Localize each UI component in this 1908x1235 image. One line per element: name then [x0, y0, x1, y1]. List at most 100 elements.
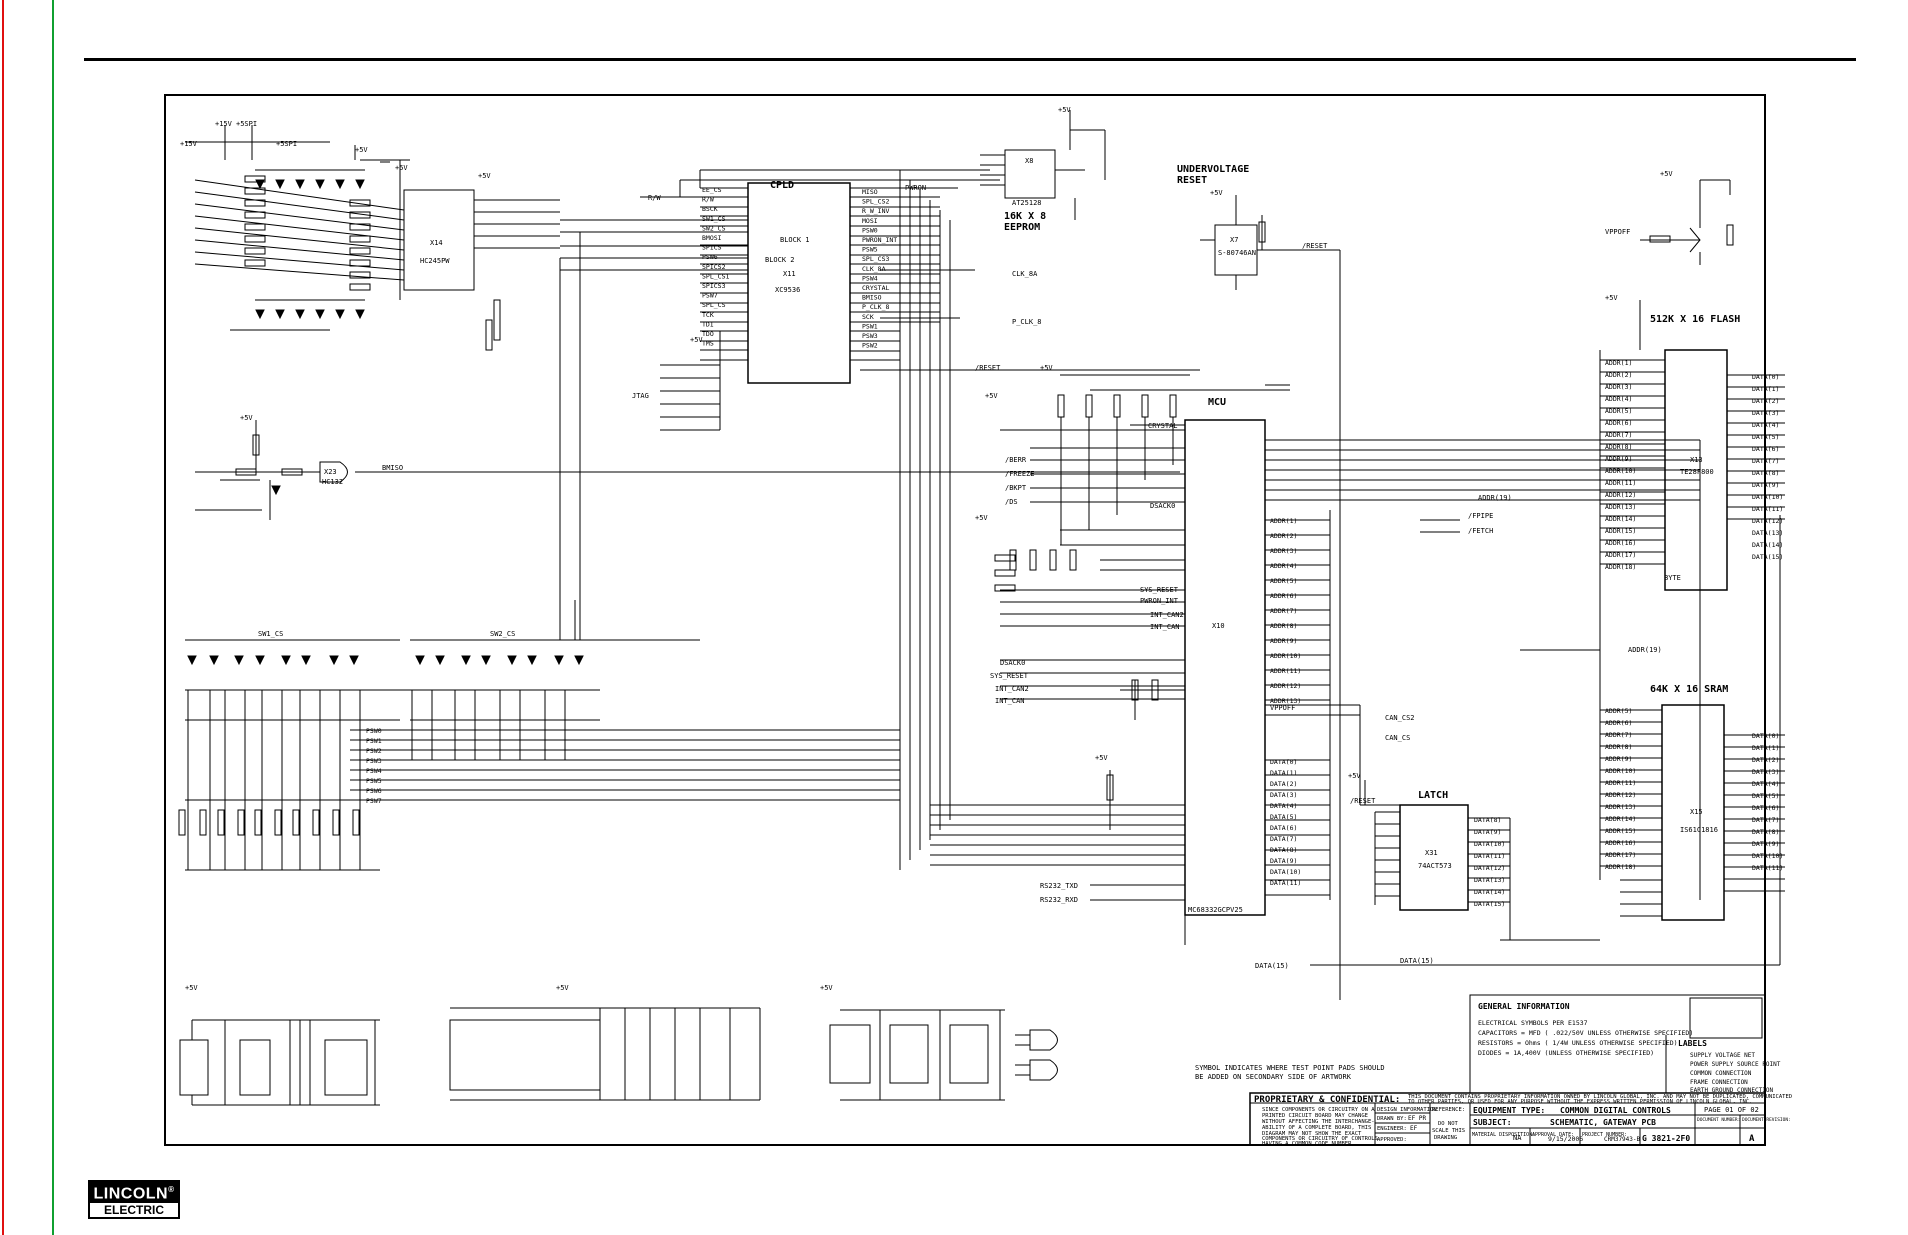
net-bkpt: /BKPT — [1005, 484, 1027, 492]
cpld-right-pin-label: PSW0 — [862, 226, 878, 234]
latch-chip — [1399, 804, 1469, 911]
undervoltage-subtitle: RESET — [1177, 175, 1207, 186]
psw-label: PSW5 — [366, 777, 382, 785]
sram-wiring — [1600, 709, 1785, 917]
since-line: COMPONENTS OR CIRCUITRY OF CONTROLS — [1262, 1136, 1378, 1142]
proprietary-text-2: TO OTHER PARTIES, OR USED FOR ANY PURPOS… — [1408, 1099, 1752, 1105]
flash-addr-label: ADDR(15) — [1605, 527, 1636, 535]
cpld-left-pin-label: TDI — [702, 320, 714, 328]
flash-addr-label: ADDR(4) — [1605, 395, 1632, 403]
flash-data-label: DATA(6) — [1752, 445, 1779, 453]
legend-earth: EARTH GROUND CONNECTION — [1690, 1087, 1773, 1094]
net-vppoff: VPPOFF — [1270, 704, 1295, 712]
flash-data-label: DATA(13) — [1752, 529, 1783, 537]
p5-label: +5V — [985, 392, 998, 400]
cpld-right-pin-label: PSW1 — [862, 322, 878, 330]
net-reset: /RESET — [975, 364, 1001, 372]
latch-wiring — [1360, 780, 1600, 941]
mcu-data-label: DATA(3) — [1270, 791, 1297, 799]
drawn-value: EF PR — [1408, 1115, 1426, 1122]
cpld-block1: BLOCK 1 — [780, 236, 810, 244]
cpld-chip — [747, 182, 851, 384]
sram-data-label: DATA(7) — [1752, 816, 1779, 824]
net-cancs: CAN_CS — [1385, 734, 1410, 742]
flash-data-label: DATA(14) — [1752, 541, 1783, 549]
cpld-right-pin-label: R_W_INV — [862, 207, 889, 215]
sram-addr-label: ADDR(13) — [1605, 803, 1636, 811]
net-cancs2: CAN_CS2 — [1385, 714, 1415, 722]
net-data15: DATA(15) — [1255, 962, 1289, 970]
p5-label: +5V — [1058, 106, 1071, 114]
mcu-addr-label: ADDR(7) — [1270, 607, 1297, 615]
p5-label: +5V — [975, 514, 988, 522]
p5-label: +5V — [1605, 294, 1618, 302]
input-section — [185, 125, 560, 351]
cpld-left-pin-label: TCK — [702, 311, 714, 319]
flash-addr-label: ADDR(13) — [1605, 503, 1636, 511]
engineer-label: ENGINEER: — [1377, 1126, 1407, 1132]
cpld-right-pin-label: P_CLK_8 — [862, 303, 889, 311]
mcu-addr-label: ADDR(8) — [1270, 622, 1297, 630]
net-fpipe: /FPIPE — [1468, 512, 1493, 520]
mcu-addr-label: ADDR(5) — [1270, 577, 1297, 585]
net-jtag: JTAG — [632, 392, 649, 400]
mcu-addr-label: ADDR(1) — [1270, 517, 1297, 525]
cpld-part: XC9536 — [775, 286, 800, 294]
mcu-addr-label: ADDR(12) — [1270, 682, 1301, 690]
lincoln-electric-logo: LINCOLN® ELECTRIC — [88, 1180, 180, 1220]
net-dsack0: DSACK0 — [1150, 502, 1175, 510]
flash-addr-label: ADDR(11) — [1605, 479, 1636, 487]
note-symbol: SYMBOL INDICATES WHERE TEST POINT PADS S… — [1195, 1064, 1385, 1072]
p5-label: +5V — [240, 414, 253, 422]
legend-supply: SUPPLY VOLTAGE NET — [1690, 1052, 1755, 1059]
flash-ref: X13 — [1690, 456, 1703, 464]
rev-value: A — [1749, 1134, 1755, 1144]
cpld-left-pin-label: SPICS2 — [702, 263, 726, 271]
net-intcan2: INT_CAN2 — [1150, 611, 1184, 619]
flash-addr-label: ADDR(1) — [1605, 359, 1632, 367]
since-line: HAVING A COMMON CODE NUMBER. — [1262, 1141, 1355, 1147]
logo-lincoln: LINCOLN® — [88, 1180, 180, 1204]
cpld-left-pin-label: SW2_CS — [702, 224, 726, 232]
mcu-addr-label: ADDR(3) — [1270, 547, 1297, 555]
mcu-data-label: DATA(8) — [1270, 846, 1297, 854]
net-sysreset: SYS_RESET — [1140, 586, 1179, 594]
psw-label: PSW7 — [366, 797, 382, 805]
cpld-left-pin-label: BMOSI — [702, 234, 722, 242]
note-symbol-2: BE ADDED ON SECONDARY SIDE OF ARTWORK — [1195, 1073, 1352, 1081]
cpld-right-pin-label: PSW4 — [862, 274, 878, 282]
net-pwron: PWRON — [905, 184, 926, 192]
flash-data-label: DATA(7) — [1752, 457, 1779, 465]
docnum-label: DOCUMENT NUMBER: — [1697, 1117, 1740, 1123]
page-number: PAGE 01 OF 02 — [1704, 1106, 1759, 1114]
equipment-label: EQUIPMENT TYPE: — [1473, 1106, 1545, 1115]
net-berr: /BERR — [1005, 456, 1027, 464]
net-intcan: INT_CAN — [995, 697, 1025, 705]
p5-label: +5V — [820, 984, 833, 992]
flash-addr-label: ADDR(18) — [1605, 563, 1636, 571]
sram-chip — [1661, 704, 1725, 921]
cpld-left-pin-label: EE_CS — [702, 186, 722, 194]
sram-ref: X15 — [1690, 808, 1703, 816]
net-pwronint: PWRON_INT — [1140, 597, 1179, 605]
reference-label: REFERENCE: — [1432, 1107, 1465, 1113]
mcu-addr-label: ADDR(11) — [1270, 667, 1301, 675]
flash-data-label: DATA(1) — [1752, 385, 1779, 393]
bus-lines — [1265, 440, 1781, 966]
latch-part: 74ACT573 — [1418, 862, 1452, 870]
left-margin-red-line — [2, 0, 4, 1235]
net-sysreset: SYS_RESET — [990, 672, 1029, 680]
eeprom-subtitle: EEPROM — [1004, 222, 1040, 233]
sram-addr-label: ADDR(9) — [1605, 755, 1632, 763]
flash-data-label: DATA(9) — [1752, 481, 1779, 489]
flash-data-label: DATA(0) — [1752, 373, 1779, 381]
approval-value: 9/15/2006 — [1548, 1135, 1583, 1143]
sram-data-label: DATA(6) — [1752, 804, 1779, 812]
cpld-right-pin-label: MOSI — [862, 217, 878, 225]
general-info-line: RESISTORS = Ohms ( 1/4W UNLESS OTHERWISE… — [1478, 1039, 1678, 1047]
cpld-wiring — [559, 169, 1200, 640]
cpld-left-pin-label: SPICS3 — [702, 282, 726, 290]
sram-data-label: DATA(1) — [1752, 744, 1779, 752]
sram-addr-label: ADDR(8) — [1605, 743, 1632, 751]
sram-data-label: DATA(3) — [1752, 768, 1779, 776]
